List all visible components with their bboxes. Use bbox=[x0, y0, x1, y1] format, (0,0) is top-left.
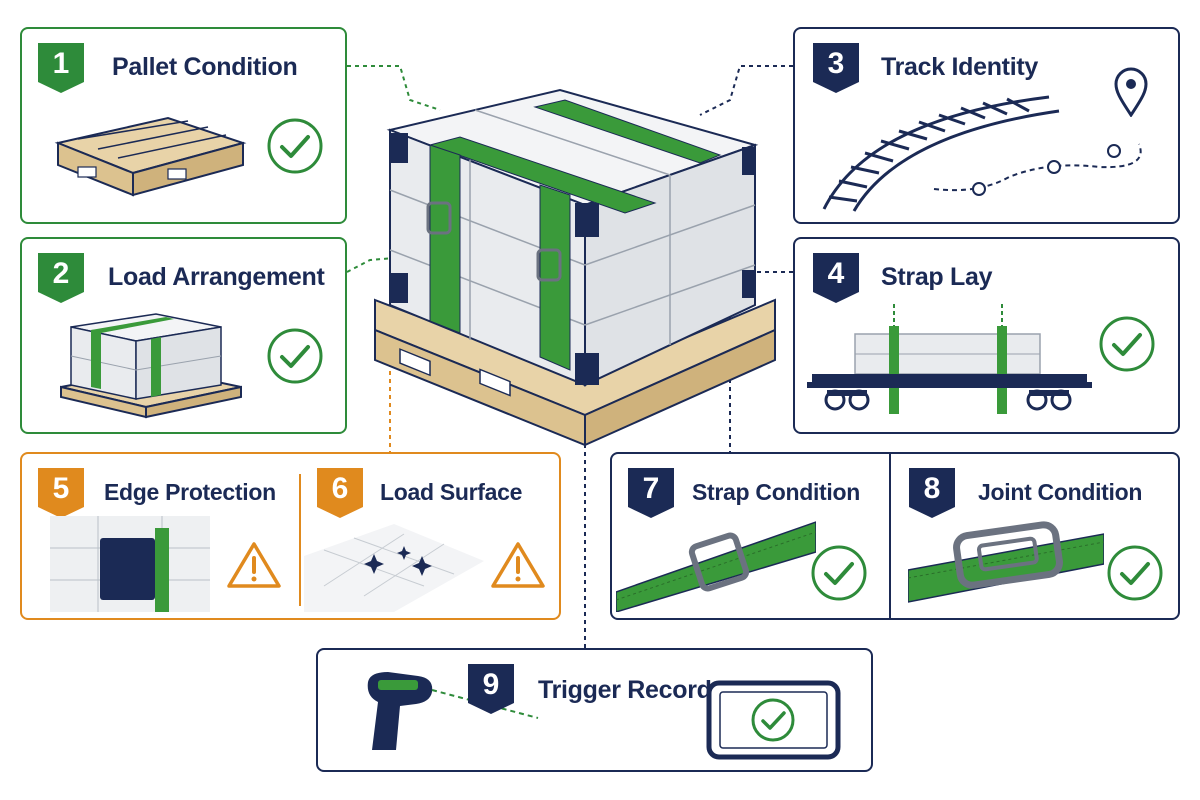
step-badge: 6 bbox=[317, 468, 363, 518]
step-card-trigger-record: 9 Trigger Record bbox=[316, 648, 873, 772]
step-badge: 4 bbox=[813, 253, 859, 303]
step-card-group-surface: 5 Edge Protection 6 Load Surface bbox=[20, 452, 561, 620]
check-circle-icon bbox=[1099, 316, 1155, 372]
step-title: Pallet Condition bbox=[112, 53, 298, 81]
step-badge: 9 bbox=[468, 664, 514, 714]
step-title: Strap Condition bbox=[692, 479, 860, 505]
check-circle-icon bbox=[267, 328, 323, 384]
step-card-group-strap: 7 Strap Condition 8 Joint Condition bbox=[610, 452, 1180, 620]
step-badge: 1 bbox=[38, 43, 84, 93]
step-badge: 8 bbox=[909, 468, 955, 518]
step-badge: 3 bbox=[813, 43, 859, 93]
step-badge: 2 bbox=[38, 253, 84, 303]
pallet-icon bbox=[54, 116, 247, 197]
barcode-scanner-icon bbox=[367, 672, 539, 750]
warning-triangle-icon bbox=[491, 542, 545, 588]
check-circle-icon bbox=[267, 118, 323, 174]
load-surface-icon bbox=[304, 524, 484, 612]
step-card-track-identity: 3 Track Identity bbox=[793, 27, 1180, 224]
warning-triangle-icon bbox=[227, 542, 281, 588]
edge-protector-icon bbox=[50, 516, 210, 612]
step-title: Load Surface bbox=[380, 479, 523, 505]
step-title: Joint Condition bbox=[978, 479, 1143, 505]
location-pin-icon bbox=[1114, 67, 1148, 117]
railcar-load-icon bbox=[807, 304, 1092, 414]
railway-track-icon bbox=[822, 95, 1142, 212]
central-pallet-load bbox=[374, 88, 776, 447]
step-title: Edge Protection bbox=[104, 479, 276, 505]
step-title: Trigger Record bbox=[538, 676, 712, 704]
group-divider bbox=[889, 454, 891, 618]
group-divider bbox=[299, 474, 301, 606]
step-badge: 7 bbox=[628, 468, 674, 518]
step-title: Load Arrangement bbox=[108, 263, 325, 291]
strap-joint-icon bbox=[908, 521, 1104, 603]
step-title: Track Identity bbox=[881, 53, 1038, 81]
check-circle-icon bbox=[811, 545, 867, 601]
step-card-strap-lay: 4 Strap Lay bbox=[793, 237, 1180, 434]
load-stack-icon bbox=[60, 313, 242, 419]
step-card-load-arrangement: 2 Load Arrangement bbox=[20, 237, 347, 434]
step-badge: 5 bbox=[38, 468, 84, 518]
check-circle-icon bbox=[1107, 545, 1163, 601]
strap-buckle-icon bbox=[616, 521, 816, 612]
step-card-pallet-condition: 1 Pallet Condition bbox=[20, 27, 347, 224]
tablet-icon bbox=[706, 680, 841, 760]
step-title: Strap Lay bbox=[881, 263, 993, 291]
